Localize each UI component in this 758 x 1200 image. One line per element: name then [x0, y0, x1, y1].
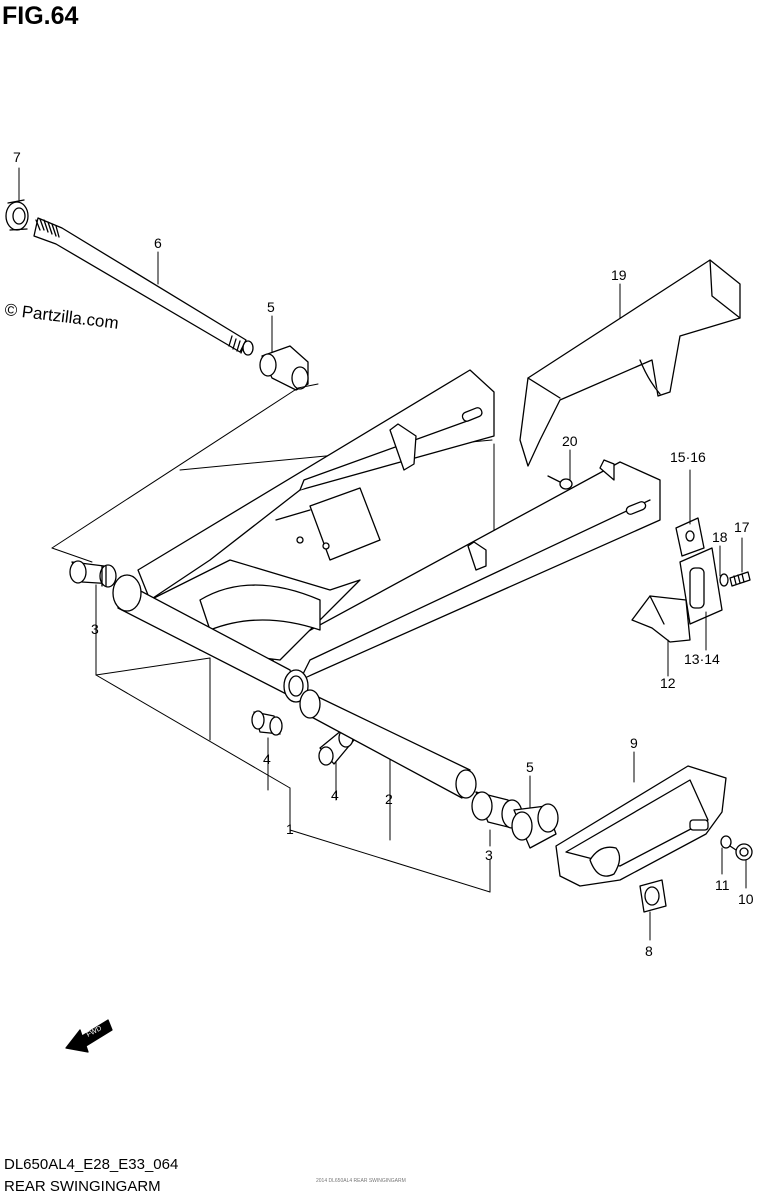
part-12-bracket[interactable]	[631, 595, 691, 643]
part-1-swingarm[interactable]	[112, 369, 661, 703]
part-20-screw[interactable]	[547, 475, 573, 490]
part-13-14-adjuster[interactable]	[679, 547, 723, 625]
callout-15-16: 15·16	[670, 449, 706, 465]
callout-10: 10	[738, 891, 754, 907]
callout-4-a: 4	[263, 751, 271, 767]
part-6-pivot-shaft[interactable]	[33, 217, 254, 356]
callout-6: 6	[154, 235, 162, 251]
callout-17: 17	[734, 519, 750, 535]
part-10-bolt[interactable]	[729, 843, 753, 861]
callout-11: 11	[715, 877, 730, 893]
part-5-collar-lower[interactable]	[511, 803, 559, 849]
model-code: DL650AL4_E28_E33_064	[4, 1156, 179, 1173]
part-3-bearing-left[interactable]	[69, 560, 117, 588]
part-19-chain-guard[interactable]	[519, 259, 741, 467]
callout-13-14: 13·14	[684, 651, 720, 667]
callout-1: 1	[286, 821, 294, 837]
callout-7: 7	[13, 149, 21, 165]
callout-9: 9	[630, 735, 638, 751]
callout-5-lower: 5	[526, 759, 534, 775]
figure-number: FIG.64	[2, 2, 79, 30]
callout-20: 20	[562, 433, 578, 449]
part-8-nut[interactable]	[639, 879, 667, 913]
callout-labels: 7 6 5 19 20 15·16 17 18 3 13·14 12 4 4 2…	[13, 149, 754, 959]
part-9-chain-case[interactable]	[555, 765, 727, 887]
callout-8: 8	[645, 943, 653, 959]
diagram-caption: REAR SWINGINGARM	[4, 1178, 161, 1195]
part-2-spacer[interactable]	[299, 689, 477, 799]
part-18-washer[interactable]	[719, 573, 729, 587]
callout-3-right: 3	[485, 847, 493, 863]
footer-note: 2014 DL650AL4 REAR SWINGINGARM	[316, 1178, 406, 1184]
callout-12: 12	[660, 675, 676, 691]
callout-2: 2	[385, 791, 393, 807]
callout-18: 18	[712, 529, 728, 545]
part-4-bushing-a[interactable]	[251, 710, 283, 736]
part-11-bolt[interactable]	[720, 835, 732, 849]
callout-4-b: 4	[331, 787, 339, 803]
callout-19: 19	[611, 267, 627, 283]
fwd-direction-arrow: FWD	[65, 1019, 113, 1053]
part-17-bolt[interactable]	[729, 571, 751, 587]
leader-lines	[18, 167, 747, 941]
part-15-16-plate[interactable]	[675, 517, 705, 557]
callout-5-upper: 5	[267, 299, 275, 315]
part-7-nut[interactable]	[5, 199, 29, 231]
part-5-collar-upper[interactable]	[259, 345, 309, 391]
callout-3-left: 3	[91, 621, 99, 637]
